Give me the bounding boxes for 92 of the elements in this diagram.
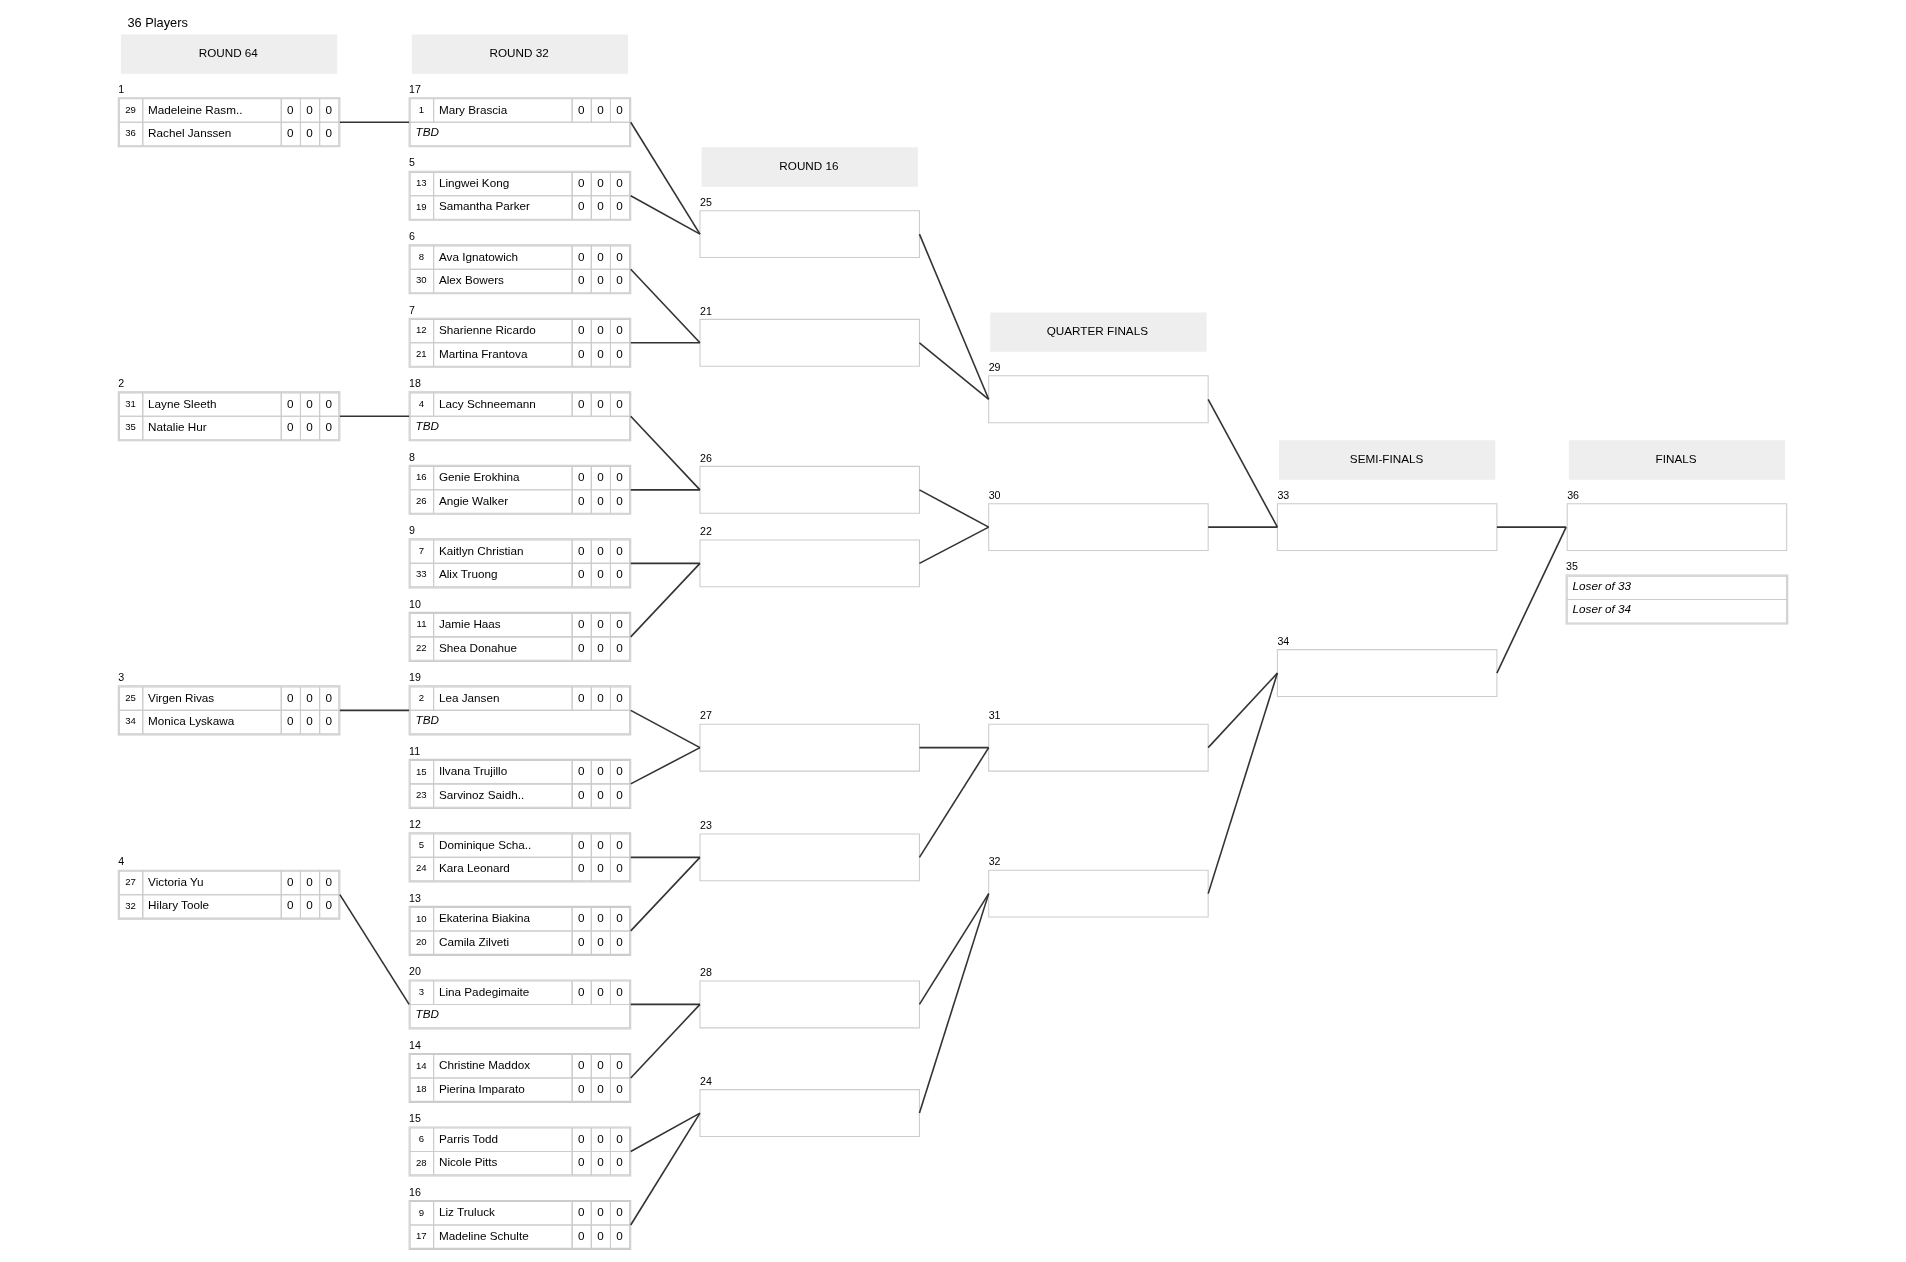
connector	[339, 415, 410, 418]
node-label: 23	[699, 819, 712, 832]
connector	[918, 342, 990, 401]
node-label: 8	[409, 450, 416, 463]
connector	[629, 1003, 701, 1006]
diagram-title: 36 Players	[127, 15, 188, 31]
connector	[629, 709, 701, 749]
node-label: 15	[409, 1112, 421, 1125]
connector	[1207, 672, 1279, 895]
connector	[629, 268, 701, 344]
connector	[339, 121, 410, 124]
node-label: 9	[409, 524, 416, 537]
node-label: 27	[699, 709, 712, 722]
node-box	[699, 318, 920, 367]
connector	[629, 1112, 701, 1226]
label: FINALS	[1655, 451, 1697, 465]
node-box	[988, 723, 1209, 772]
label: ROUND 32	[489, 46, 549, 60]
connector	[629, 562, 701, 565]
node-box	[1566, 503, 1788, 552]
node-box	[988, 503, 1209, 552]
node-label: 29	[988, 361, 1001, 374]
node-label: 32	[988, 855, 1001, 868]
node-label: 3	[118, 671, 125, 684]
node-label: 36	[1567, 488, 1580, 501]
node-label: 22	[699, 525, 712, 538]
node-label: 20	[409, 965, 421, 978]
connector	[918, 233, 990, 401]
node-label: 16	[409, 1185, 421, 1198]
node-label: 10	[409, 597, 421, 610]
connector	[1496, 526, 1567, 528]
connector	[918, 489, 990, 528]
node-label: 13	[409, 891, 421, 904]
label: ROUND 16	[779, 159, 839, 172]
connector	[629, 1112, 701, 1153]
node-label: 33	[1277, 488, 1290, 501]
node-label: 1	[118, 82, 125, 95]
node-label: 14	[409, 1038, 421, 1051]
node-box	[699, 723, 920, 772]
node-label: 30	[988, 488, 1001, 501]
node-box	[699, 1089, 920, 1138]
connector	[629, 195, 701, 235]
node-label: 12	[409, 818, 421, 831]
node-label: 4	[118, 855, 125, 868]
connector	[339, 709, 410, 712]
node-label: 17	[409, 82, 421, 95]
node-box	[699, 980, 920, 1029]
connector	[1207, 672, 1279, 749]
connector	[918, 892, 990, 1114]
node-box	[1276, 503, 1498, 552]
node-box	[699, 539, 920, 588]
node-label: 25	[699, 195, 712, 208]
node-label: 6	[409, 230, 416, 242]
connector	[1496, 526, 1567, 674]
node-label: 7	[409, 303, 416, 316]
node-label: 35	[1566, 560, 1578, 573]
node-label: 21	[699, 304, 712, 317]
node-box	[699, 210, 920, 259]
node-label: 28	[699, 966, 712, 979]
node-box	[988, 375, 1209, 424]
node-label: 34	[1277, 634, 1290, 647]
node-box	[699, 833, 920, 882]
node-box	[988, 869, 1209, 918]
label: QUARTER FINALS	[1046, 324, 1148, 338]
node-box	[1276, 649, 1498, 698]
connector	[918, 746, 990, 749]
connector	[629, 562, 701, 638]
connector	[629, 746, 701, 785]
connector	[629, 856, 701, 932]
node-box	[699, 465, 920, 514]
connector	[1207, 526, 1279, 528]
label: SEMI-FINALS	[1349, 451, 1424, 465]
node-label: 19	[409, 671, 421, 684]
connector	[629, 1003, 701, 1079]
connector	[918, 892, 990, 1006]
connector	[629, 121, 701, 235]
connector	[629, 856, 701, 859]
connector	[918, 746, 990, 859]
connector	[629, 415, 701, 491]
node-label: 26	[699, 451, 712, 464]
node-label: 24	[699, 1074, 712, 1087]
node-label: 2	[118, 377, 125, 390]
label: ROUND 64	[198, 46, 258, 60]
connector	[629, 342, 701, 344]
node-label: 18	[409, 377, 421, 390]
node-label: 5	[409, 156, 416, 169]
connector	[1207, 398, 1279, 528]
connector	[339, 893, 410, 1006]
connector	[918, 526, 990, 565]
connector	[629, 489, 701, 491]
node-label: 11	[409, 744, 421, 757]
node-label: 31	[988, 709, 1001, 722]
